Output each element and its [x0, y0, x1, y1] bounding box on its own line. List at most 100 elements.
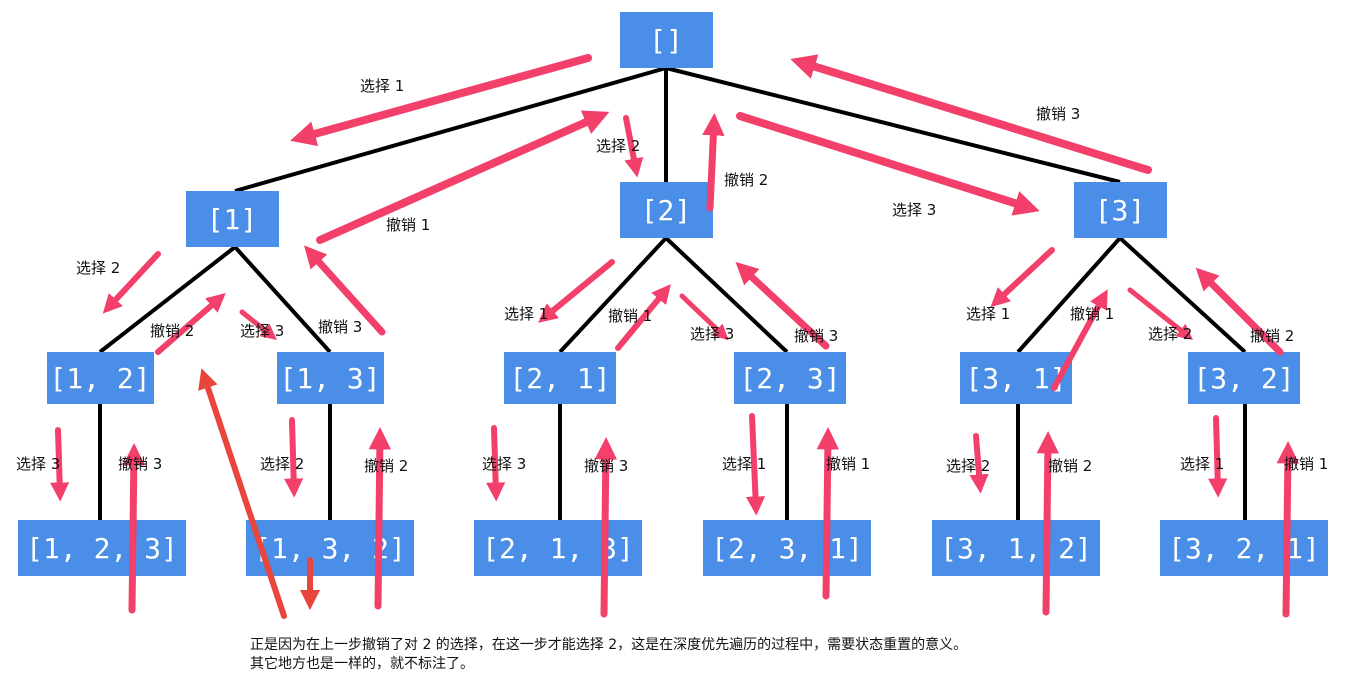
label-13-choose-2: 选择 2 — [260, 455, 304, 473]
arrow-choose-1 — [290, 54, 592, 147]
node-2-1-3: [2, 1, 3] — [474, 520, 642, 576]
node-2-3: [2, 3] — [734, 352, 846, 404]
note-arrow-long — [198, 368, 287, 619]
arrow-2-undo-1 — [615, 284, 671, 351]
node-2-3-1: [2, 3, 1] — [703, 520, 871, 576]
label-undo-1: 撤销 1 — [386, 216, 430, 234]
label-3-choose-1: 选择 1 — [966, 305, 1010, 323]
node-label: [3, 2] — [1193, 362, 1294, 395]
arrow-31-choose-2 — [969, 433, 989, 494]
tree-nodes: [] [1] [2] [3] [1, 2] [1, 3] [2, 1] [2 — [18, 12, 1328, 576]
label-21-choose-3: 选择 3 — [482, 455, 526, 473]
arrow-21-choose-3 — [486, 425, 506, 502]
node-label: [2, 1, 3] — [482, 532, 634, 565]
node-label: [1, 2, 3] — [26, 532, 178, 565]
label-12-choose-3: 选择 3 — [16, 455, 60, 473]
label-2-choose-3: 选择 3 — [690, 325, 734, 343]
node-label: [3, 2, 1] — [1168, 532, 1320, 565]
arrow-2-choose-1 — [538, 259, 615, 323]
label-1-choose-2: 选择 2 — [76, 259, 120, 277]
node-label: [3, 1] — [965, 362, 1066, 395]
label-31-undo-2: 撤销 2 — [1048, 457, 1092, 475]
edge-2-23 — [664, 236, 789, 354]
edge-3-32 — [1118, 236, 1247, 354]
node-root: [] — [620, 12, 713, 68]
edge-1-12 — [98, 245, 237, 354]
label-3-choose-2: 选择 2 — [1148, 325, 1192, 343]
arrow-31-undo-2 — [1036, 431, 1060, 616]
node-1-3: [1, 3] — [277, 352, 384, 404]
node-3-2: [3, 2] — [1188, 352, 1300, 404]
node-label: [3] — [1095, 194, 1146, 227]
arrow-21-undo-3 — [594, 437, 618, 618]
label-1-undo-3: 撤销 3 — [318, 318, 362, 336]
label-12-undo-3: 撤销 3 — [118, 455, 162, 473]
node-label: [1, 3, 2] — [254, 532, 406, 565]
arrow-2-choose-3 — [679, 293, 729, 341]
label-32-undo-1: 撤销 1 — [1284, 455, 1328, 473]
arrow-13-undo-2 — [368, 427, 392, 610]
arrow-undo-3 — [790, 54, 1152, 174]
edge-1-13 — [233, 245, 332, 354]
edge-2-21 — [558, 236, 668, 354]
label-13-undo-2: 撤销 2 — [364, 457, 408, 475]
node-label: [] — [649, 24, 683, 57]
arrow-23-choose-1 — [745, 413, 766, 516]
caption-line-1: 正是因为在上一步撤销了对 2 的选择，在这一步才能选择 2，这是在深度优先遍历的… — [250, 637, 968, 653]
label-32-choose-1: 选择 1 — [1180, 455, 1224, 473]
arrow-23-undo-1 — [816, 427, 840, 600]
node-1-2-3: [1, 2, 3] — [18, 520, 186, 576]
node-label: [1] — [207, 203, 258, 236]
arrow-1-choose-3 — [239, 309, 277, 340]
label-3-undo-1: 撤销 1 — [1070, 305, 1114, 323]
arrow-1-choose-2 — [102, 251, 161, 314]
arrow-3-choose-2 — [1127, 287, 1194, 340]
arrow-12-choose-3 — [50, 427, 70, 502]
label-23-choose-1: 选择 1 — [722, 455, 766, 473]
node-label: [2, 3] — [739, 362, 840, 395]
node-3: [3] — [1074, 182, 1167, 238]
tree-edges — [98, 66, 1247, 520]
label-2-undo-3: 撤销 3 — [794, 327, 838, 345]
label-3-undo-2: 撤销 2 — [1250, 327, 1294, 345]
node-label: [1, 2] — [49, 362, 150, 395]
label-2-choose-1: 选择 1 — [504, 305, 548, 323]
caption: 正是因为在上一步撤销了对 2 的选择，在这一步才能选择 2，这是在深度优先遍历的… — [250, 636, 967, 674]
node-label: [3, 1, 2] — [940, 532, 1092, 565]
arrow-2-undo-3 — [735, 261, 830, 350]
arrow-32-undo-1 — [1276, 441, 1300, 618]
node-2: [2] — [620, 182, 713, 238]
node-label: [1, 3] — [279, 362, 380, 395]
traversal-arrows — [50, 54, 1300, 618]
node-3-1-2: [3, 1, 2] — [932, 520, 1100, 576]
label-choose-2: 选择 2 — [596, 137, 640, 155]
node-1-2: [1, 2] — [47, 352, 154, 404]
label-choose-1: 选择 1 — [360, 77, 404, 95]
label-2-undo-1: 撤销 1 — [608, 307, 652, 325]
arrow-1-undo-2 — [155, 292, 226, 355]
arrow-undo-2 — [702, 113, 725, 212]
node-1: [1] — [186, 191, 279, 247]
node-2-1: [2, 1] — [504, 352, 616, 404]
arrow-choose-2 — [623, 115, 644, 178]
arrow-32-choose-1 — [1208, 415, 1228, 498]
label-1-undo-2: 撤销 2 — [150, 322, 194, 340]
node-label: [2, 3, 1] — [711, 532, 863, 565]
arrow-13-choose-2 — [284, 417, 304, 498]
label-undo-3: 撤销 3 — [1036, 105, 1080, 123]
arrow-3-undo-1 — [1051, 289, 1108, 391]
edge-labels: 选择 1 撤销 3 选择 2 撤销 2 撤销 1 选择 3 选择 2 撤销 2 … — [16, 77, 1328, 475]
arrow-choose-3 — [736, 112, 1040, 216]
edge-root-3 — [665, 66, 1121, 184]
label-1-choose-3: 选择 3 — [240, 322, 284, 340]
node-label: [2, 1] — [509, 362, 610, 395]
arrow-undo-1 — [316, 110, 610, 244]
arrow-1-undo-3 — [304, 245, 386, 336]
label-21-undo-3: 撤销 3 — [584, 457, 628, 475]
node-3-1: [3, 1] — [960, 352, 1072, 404]
arrow-12-undo-3 — [122, 443, 146, 614]
edge-root-1 — [234, 66, 667, 193]
label-23-undo-1: 撤销 1 — [826, 455, 870, 473]
caption-line-2: 其它地方也是一样的，就不标注了。 — [250, 656, 474, 672]
